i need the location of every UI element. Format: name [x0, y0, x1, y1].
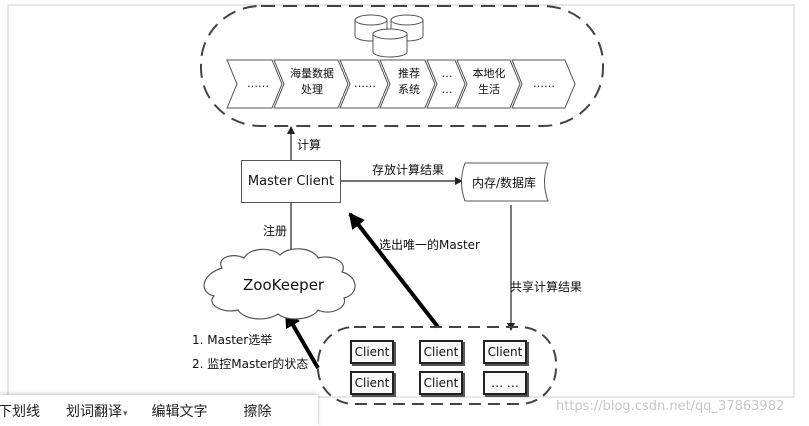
master-client-node: Master Client: [241, 160, 341, 203]
client-node-ellipsis: … …: [483, 371, 527, 395]
chevron-4-label: 推荐 系统: [398, 67, 420, 96]
edge-share-result-label: 共享计算结果: [510, 280, 583, 294]
note-monitor-master: 2. 监控Master的状态: [192, 357, 309, 371]
chevron-1-label: ……: [247, 77, 269, 90]
chevron-band: [226, 59, 576, 109]
floating-edit-toolbar: 下划线 划词翻译▾ 编辑文字 擦除: [0, 395, 318, 426]
translate-button[interactable]: 划词翻译▾: [66, 401, 128, 421]
edit-text-button[interactable]: 编辑文字: [151, 403, 208, 420]
edge-elect-master-label: 选出唯一的Master: [379, 238, 480, 252]
arrow-monitor: [284, 311, 320, 370]
client-node: Client: [419, 371, 463, 395]
top-dashed-container: [200, 5, 604, 127]
arrow-elect-master: [348, 212, 440, 329]
chevron-shape-3: [339, 59, 389, 109]
chevron-shape-1: [226, 59, 283, 109]
clients-dashed-container: [317, 326, 557, 405]
erase-button[interactable]: 擦除: [243, 403, 272, 420]
chevron-shape-5: [426, 59, 466, 109]
chevron-shape-2: [273, 59, 349, 109]
client-node: Client: [350, 340, 394, 364]
note-master-election: 1. Master选举: [192, 333, 273, 347]
memory-db-label: 内存/数据库: [472, 176, 537, 190]
chevron-3-label: ……: [354, 77, 376, 90]
client-node: Client: [483, 340, 527, 364]
client-node: Client: [419, 340, 463, 364]
chevron-shape-4: [379, 59, 436, 109]
chevron-5-label: … …: [441, 67, 453, 96]
client-node: Client: [350, 371, 394, 395]
memory-db-shape: [461, 162, 549, 202]
chevron-7-label: ……: [533, 77, 555, 90]
chevron-shape-7: [511, 59, 576, 109]
zookeeper-cloud: [203, 248, 356, 320]
chevron-6-label: 本地化 生活: [472, 67, 506, 96]
edge-register-label: 注册: [263, 224, 288, 238]
edge-compute-label: 计算: [297, 138, 322, 152]
translate-label: 划词翻译: [66, 403, 122, 420]
edge-store-result-label: 存放计算结果: [372, 163, 445, 177]
chevron-shape-6: [456, 59, 521, 109]
zookeeper-label: ZooKeeper: [243, 276, 325, 294]
database-cylinders-icon: [354, 14, 424, 58]
chevron-down-icon: ▾: [123, 408, 128, 419]
chevron-2-label: 海量数据 处理: [290, 67, 334, 96]
underline-button[interactable]: 下划线: [0, 403, 40, 420]
watermark-url: https://blog.csdn.net/qq_37863982: [556, 399, 785, 414]
